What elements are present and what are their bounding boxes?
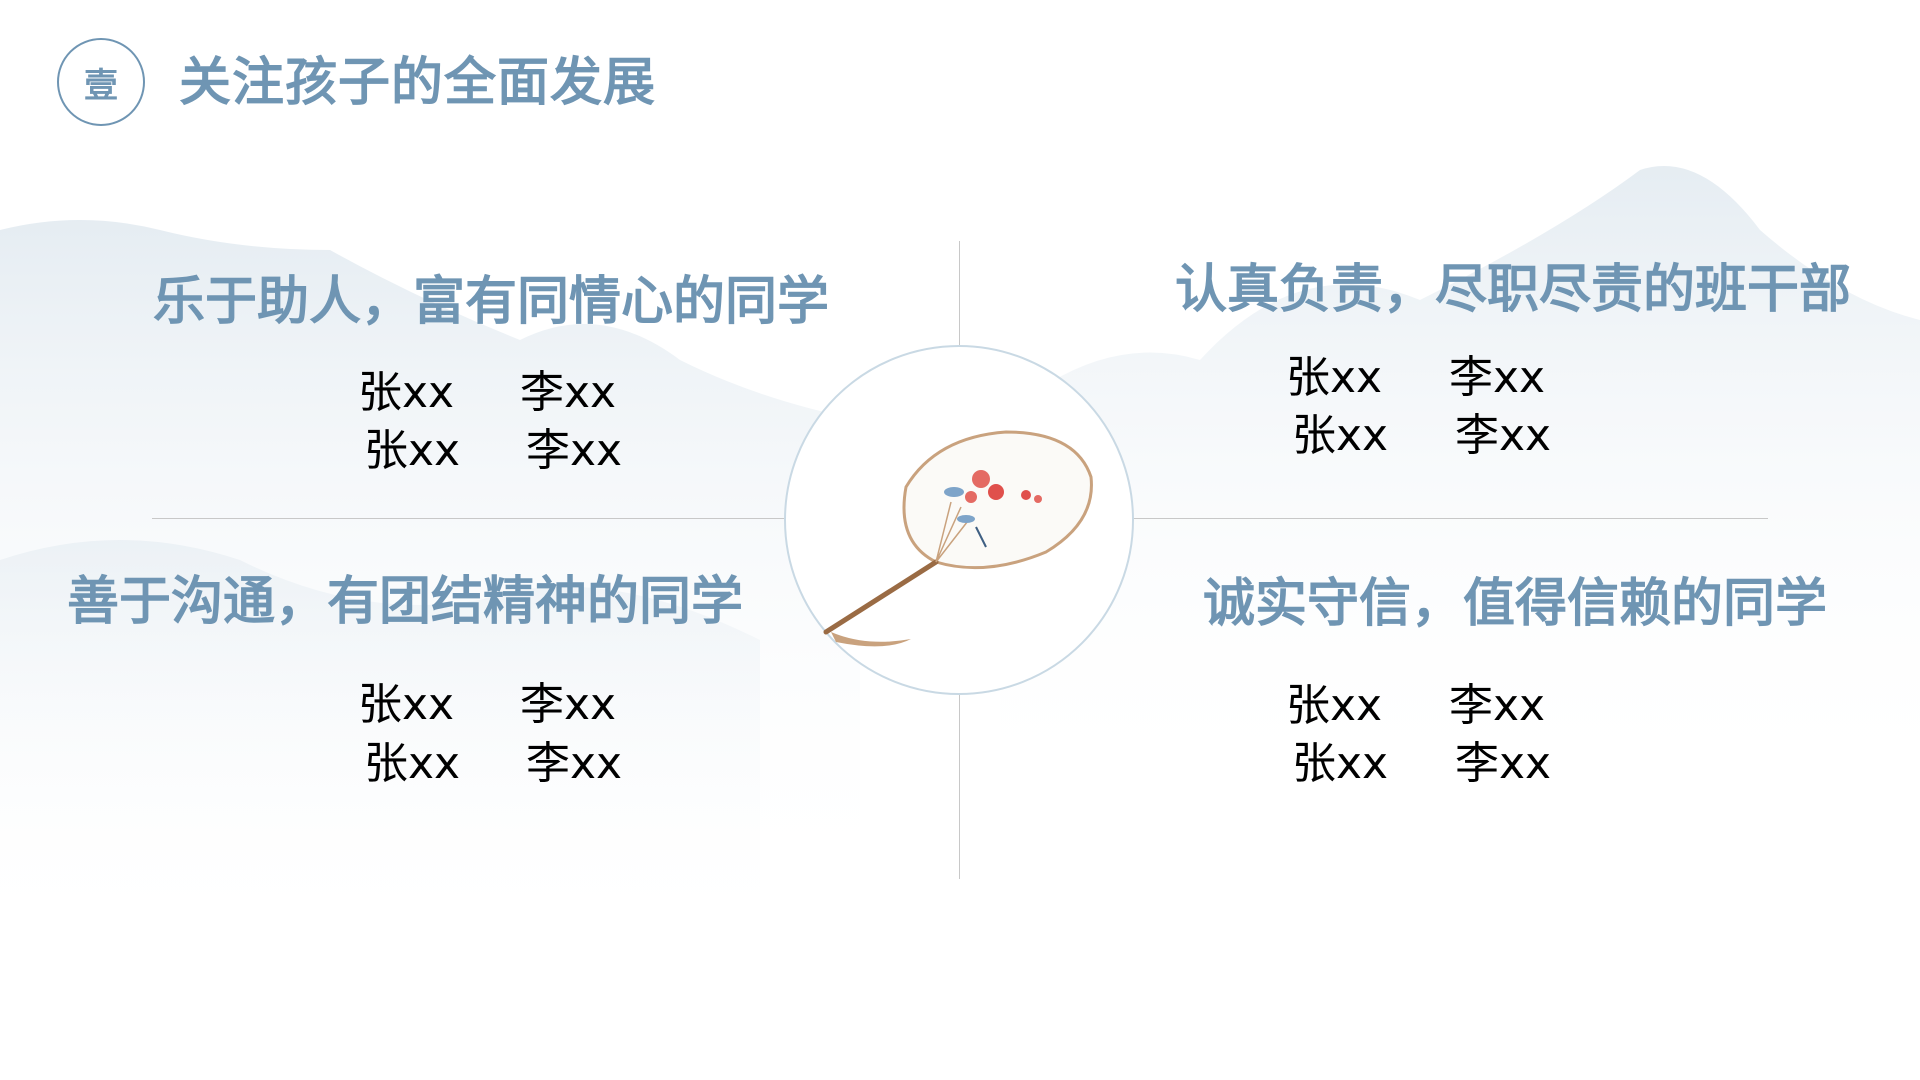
quadrant-heading-responsible: 认真负责，尽职尽责的班干部	[1174, 260, 1852, 320]
student-name: 张xx	[1292, 738, 1389, 789]
student-name: 李xx	[526, 738, 623, 789]
student-name: 李xx	[526, 425, 623, 476]
section-number-badge: 壹	[57, 38, 145, 126]
fan-icon	[823, 430, 1093, 647]
quadrant-heading-helpful: 乐于助人，富有同情心的同学	[152, 272, 830, 332]
student-name: 张xx	[364, 738, 461, 789]
center-fan-illustration	[784, 345, 1134, 695]
student-name: 张xx	[364, 425, 461, 476]
student-name: 张xx	[1292, 410, 1389, 461]
student-name: 李xx	[1449, 680, 1546, 731]
student-name: 李xx	[1455, 410, 1552, 461]
student-name: 李xx	[520, 679, 617, 730]
page-title: 关注孩子的全面发展	[179, 53, 657, 113]
student-name: 张xx	[1286, 352, 1383, 403]
quadrant-heading-honest: 诚实守信，值得信赖的同学	[1202, 574, 1828, 634]
student-name: 李xx	[520, 367, 617, 418]
student-name: 张xx	[358, 367, 455, 418]
quadrant-heading-communication: 善于沟通，有团结精神的同学	[66, 572, 744, 632]
student-name: 李xx	[1449, 352, 1546, 403]
student-name: 张xx	[1286, 680, 1383, 731]
student-name: 李xx	[1455, 738, 1552, 789]
student-name: 张xx	[358, 679, 455, 730]
